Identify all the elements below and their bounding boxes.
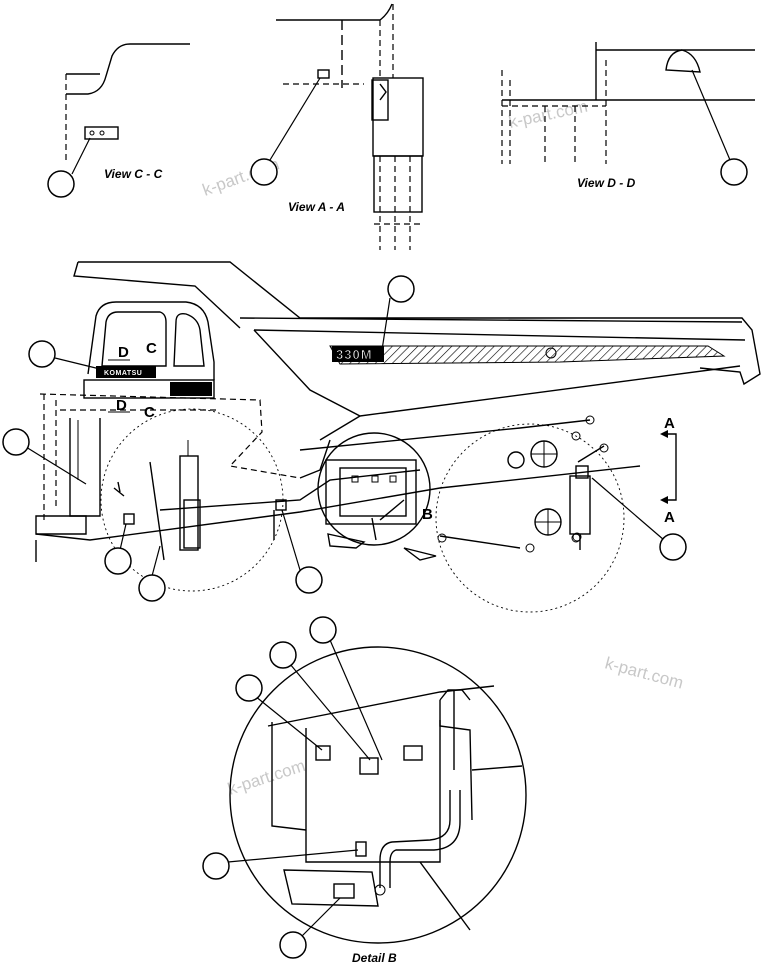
callout-bubble (279, 931, 307, 959)
callout-bubble (138, 574, 166, 602)
view-c-c-label: View C - C (104, 167, 163, 181)
section-mark-b: B (422, 506, 433, 523)
watermark: k-part.com (603, 654, 685, 693)
view-d-d: View D - D (501, 42, 755, 190)
view-a-a-label: View A - A (288, 200, 345, 214)
brand-decal: KOMATSU (104, 370, 142, 377)
section-mark-a: A (664, 509, 675, 526)
callout-bubble (235, 674, 263, 702)
view-a-a: View A - A (250, 3, 424, 250)
section-mark-c: C (146, 340, 157, 357)
section-mark-d: D (118, 344, 129, 361)
callout-bubble (659, 533, 687, 561)
callout-bubble (295, 566, 323, 594)
callout-bubble (387, 275, 415, 303)
callout-bubble (250, 158, 278, 186)
detail-b-label: Detail B (352, 951, 397, 965)
callout-bubble (104, 547, 132, 575)
callout-bubble (28, 340, 56, 368)
watermark: k-part.com (225, 756, 307, 799)
view-c-c: View C - C (47, 43, 190, 198)
detail-b: Detail B (202, 616, 527, 965)
section-mark-c: C (144, 404, 155, 421)
callout-bubble (269, 641, 297, 669)
callout-bubble (202, 852, 230, 880)
section-mark-a: A (664, 415, 675, 432)
callout-bubble (720, 158, 748, 186)
callout-bubble (309, 616, 337, 644)
callout-bubble (47, 170, 75, 198)
dump-truck-side-view: 330M KOMATSU D C D C (2, 261, 761, 613)
callout-bubble (2, 428, 30, 456)
watermark: k-part.com (507, 97, 589, 132)
model-decal: 330M (336, 347, 373, 362)
view-d-d-label: View D - D (577, 176, 636, 190)
section-mark-d: D (116, 397, 127, 414)
